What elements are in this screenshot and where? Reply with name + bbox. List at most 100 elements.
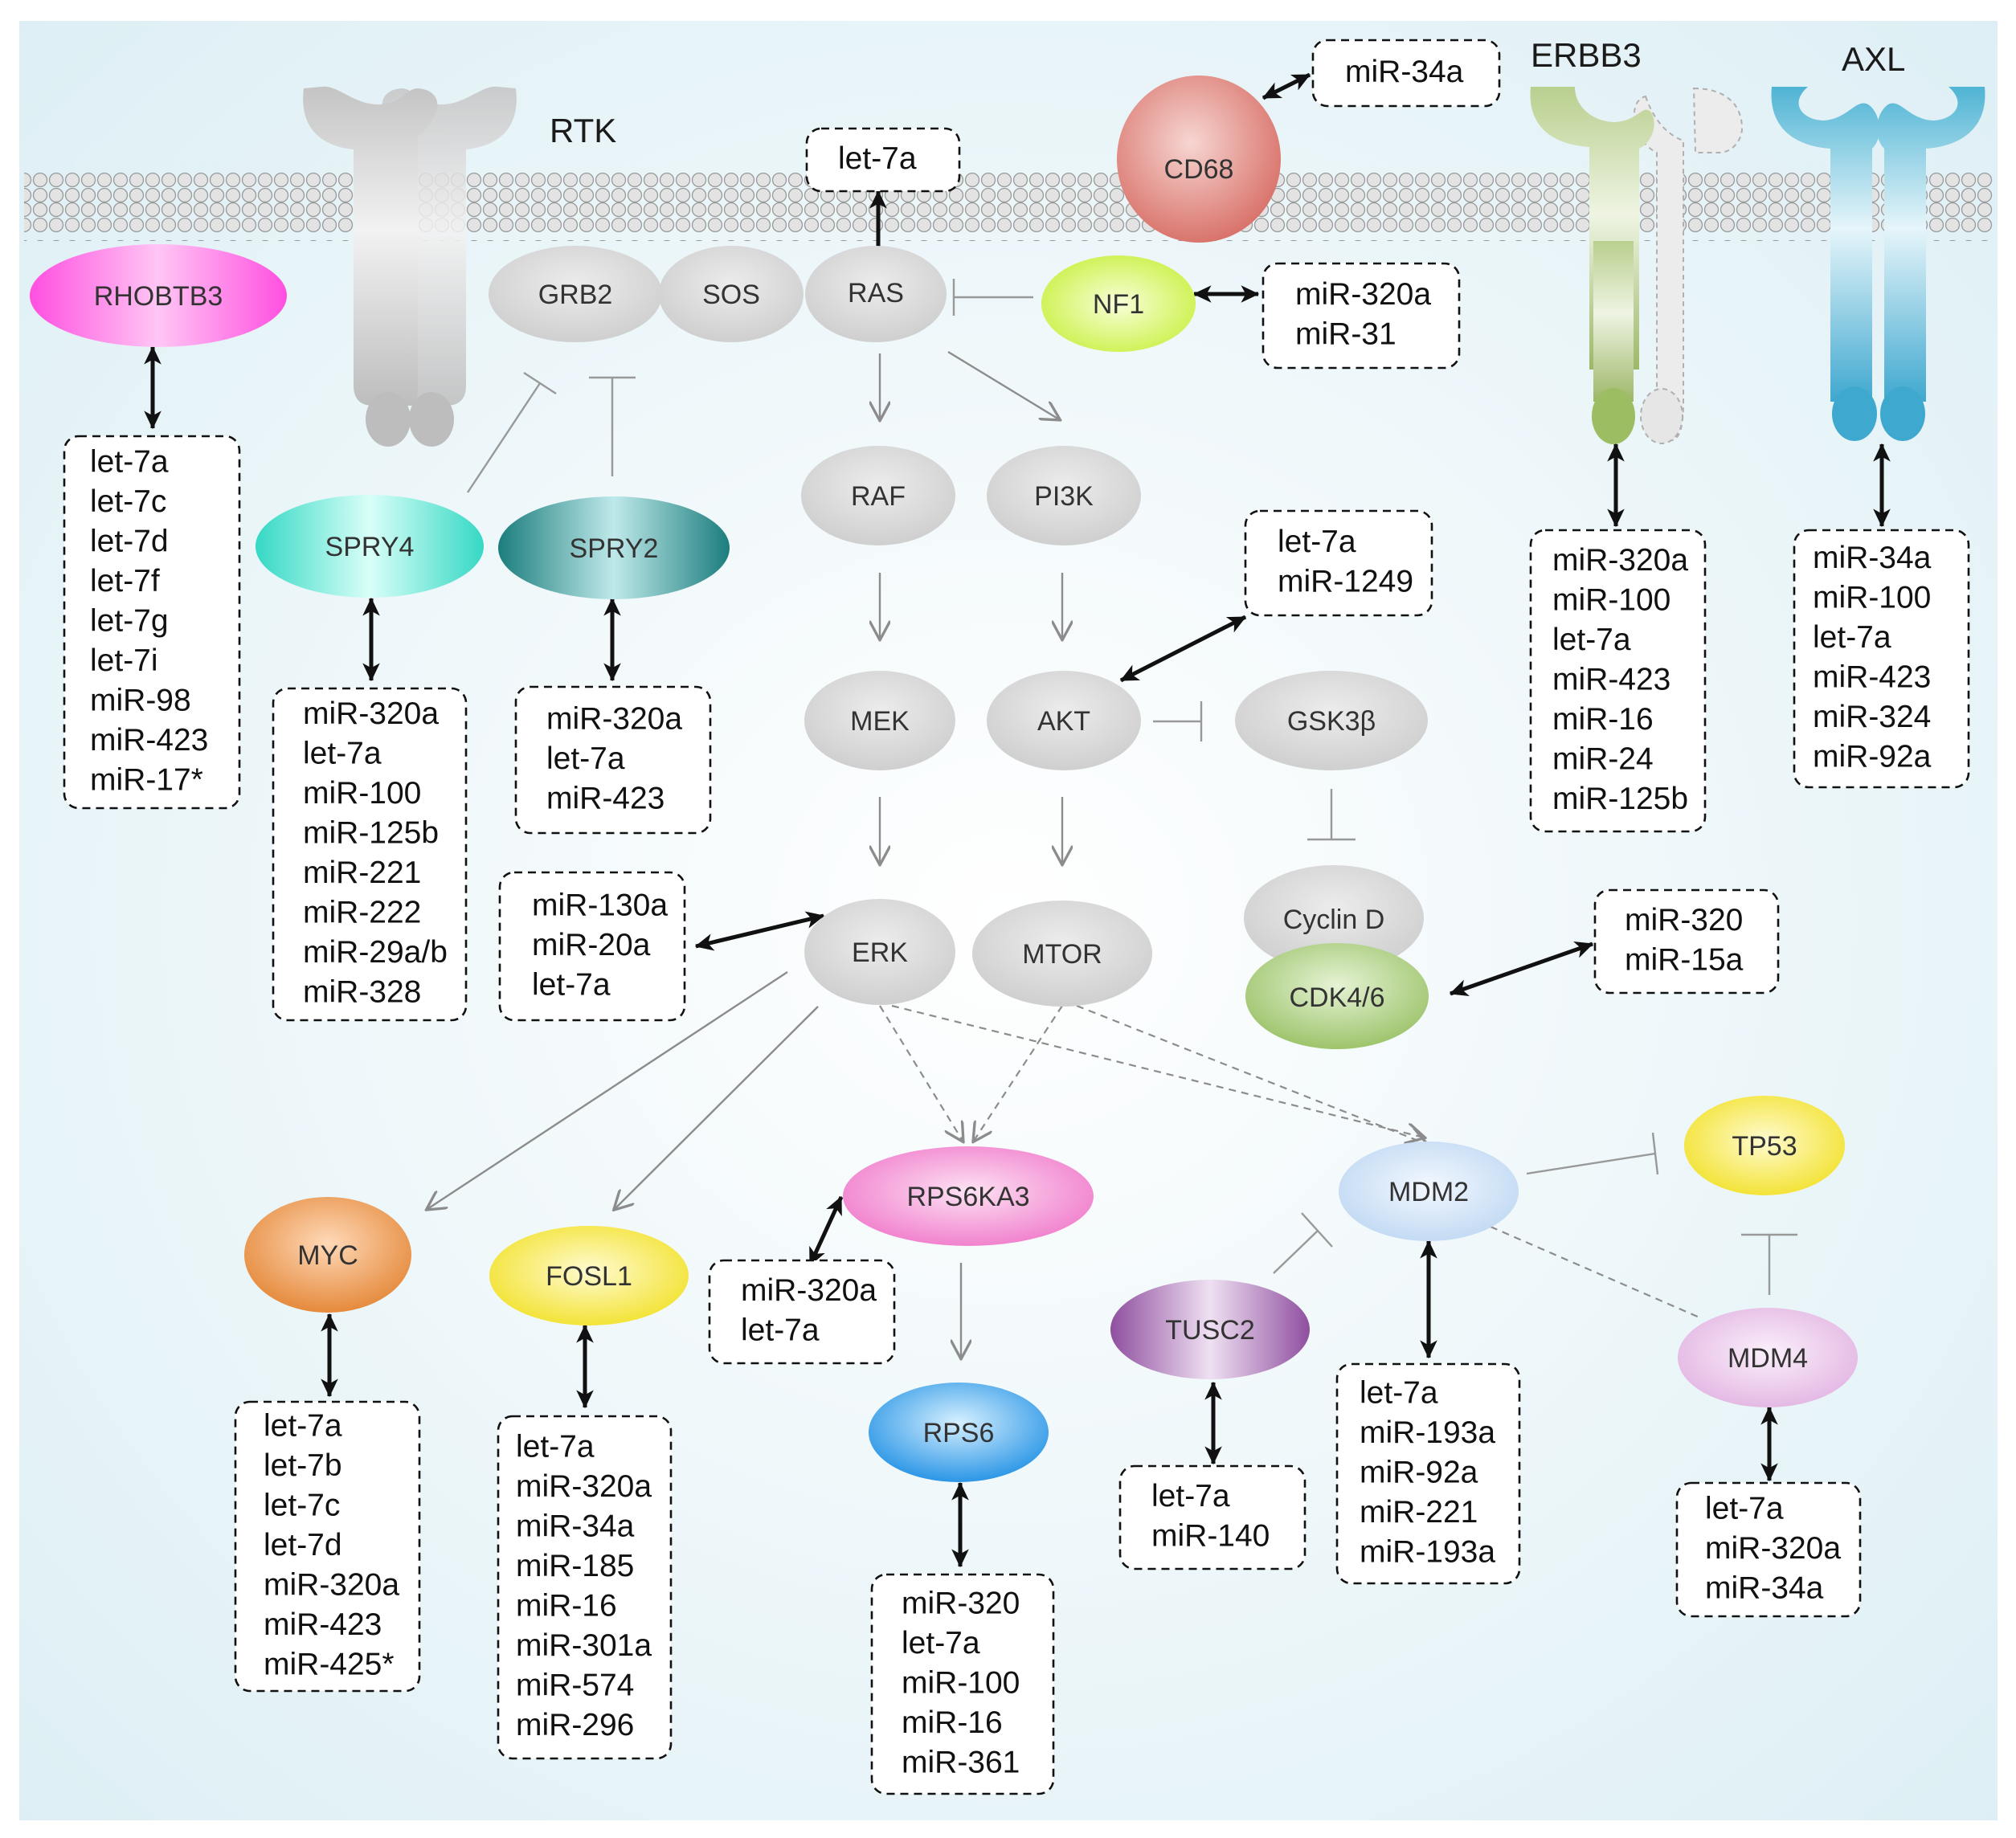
rtk-left-foot <box>366 392 411 447</box>
mirna-box-spry2-frame <box>514 685 712 835</box>
node-pi3k-label: PI3K <box>1034 481 1094 512</box>
dashed-arrow-erk-mdm2 <box>891 1004 1424 1138</box>
node-grb2-label: GRB2 <box>538 280 613 310</box>
erbb3-left-foot <box>1592 388 1635 444</box>
mirna-box-nf1-frame <box>1262 262 1461 370</box>
mirna-rhobtb3-item: let-7g <box>90 603 169 638</box>
inhibit-akt-gsk3b <box>1153 701 1203 741</box>
mirna-mdm2-item: miR-193a <box>1360 1534 1495 1569</box>
mirna-cdk46-item: miR-15a <box>1625 943 1744 978</box>
arrow-ras-pi3k <box>947 350 1059 419</box>
erbb3-receptor <box>1530 87 1744 444</box>
cell-membrane <box>24 165 1993 241</box>
inhibit-mdm4-tp53 <box>1741 1233 1797 1295</box>
mirna-myc-item: let-7c <box>264 1488 340 1522</box>
mirna-box-spry4: miR-320alet-7amiR-100miR-125bmiR-221miR-… <box>272 687 468 1022</box>
node-rhobtb3-label: RHOBTB3 <box>94 281 223 312</box>
mirna-box-erbb3: miR-320amiR-100let-7amiR-423miR-16miR-24… <box>1529 529 1707 833</box>
inhibit-gsk3b-cyclind <box>1307 789 1356 841</box>
mirna-box-erk-frame <box>498 871 686 1022</box>
mirna-rhobtb3-item: miR-98 <box>90 683 191 717</box>
erbb3-right-foot <box>1640 388 1683 444</box>
node-tp53-label: TP53 <box>1732 1131 1797 1162</box>
mirna-rps6-item: miR-320 <box>902 1586 1020 1620</box>
mirna-erbb3-item: miR-100 <box>1552 582 1670 617</box>
inhibit-tusc2-mdm2 <box>1273 1212 1333 1274</box>
node-cdk46: CDK4/6 <box>1245 943 1429 1049</box>
node-myc: MYC <box>244 1197 411 1313</box>
mirna-box-rps6ka3-frame <box>708 1259 896 1365</box>
node-grb2: GRB2 <box>489 246 662 342</box>
mirna-axl-item: miR-423 <box>1813 660 1931 695</box>
mirna-box-cd68: miR-34a <box>1311 39 1501 108</box>
node-rps6: RPS6 <box>869 1383 1049 1482</box>
erbb3-left-stalk <box>1593 241 1634 402</box>
node-rps6-label: RPS6 <box>923 1418 995 1448</box>
mirna-spry2-item: miR-423 <box>546 781 665 815</box>
mirna-box-tusc2-frame <box>1118 1464 1307 1570</box>
inhibit-nf1-ras <box>952 279 1033 316</box>
mirna-rhobtb3-item: miR-17* <box>90 762 203 797</box>
rtk-receptor <box>303 86 517 447</box>
axl-left-arm <box>1771 87 1880 402</box>
node-cdk46-label: CDK4/6 <box>1289 982 1384 1013</box>
mirna-axl-item: let-7a <box>1813 620 1891 655</box>
mirna-box-axl-frame <box>1793 529 1970 789</box>
node-akt: AKT <box>987 671 1141 770</box>
axl-receptor <box>1771 87 1985 441</box>
mirna-box-axl: miR-34amiR-100let-7amiR-423miR-324miR-92… <box>1793 529 1970 789</box>
node-akt-label: AKT <box>1037 706 1090 737</box>
node-mek-label: MEK <box>850 706 910 737</box>
node-mdm4-label: MDM4 <box>1728 1343 1808 1374</box>
node-mtor: MTOR <box>972 901 1152 1007</box>
mirna-fosl1-item: miR-16 <box>516 1589 617 1624</box>
node-mtor-label: MTOR <box>1022 939 1102 970</box>
mirna-fosl1-item: miR-185 <box>516 1549 634 1583</box>
mirna-rhobtb3-item: let-7a <box>90 444 169 479</box>
node-fosl1-label: FOSL1 <box>546 1261 632 1292</box>
node-ras-label: RAS <box>848 278 904 308</box>
arrow-erk-fosl1 <box>615 1006 819 1209</box>
mirna-spry2-item: let-7a <box>546 741 625 776</box>
mirna-box-cd68-frame <box>1311 39 1501 108</box>
mirna-rps6-item: miR-16 <box>902 1705 1003 1740</box>
mirna-spry4-item: miR-320a <box>303 696 439 731</box>
mirna-erbb3-item: miR-16 <box>1552 702 1654 737</box>
link-akt-mir <box>1119 615 1247 683</box>
inhibit-mdm2-tp53 <box>1526 1132 1659 1175</box>
mirna-rps6-item: miR-361 <box>902 1745 1020 1779</box>
mirna-spry2-item: miR-320a <box>546 701 682 736</box>
mirna-box-ras-frame <box>805 127 961 193</box>
mirna-rhobtb3-item: let-7f <box>90 564 160 598</box>
mirna-akt-item: let-7a <box>1278 525 1356 559</box>
mirna-erbb3-item: miR-423 <box>1552 662 1670 696</box>
mirna-myc-item: miR-423 <box>264 1607 382 1642</box>
mirna-erbb3-item: miR-320a <box>1552 543 1688 578</box>
mirna-nf1-item: miR-320a <box>1295 277 1431 312</box>
node-spry4-label: SPRY4 <box>325 532 415 562</box>
rtk-label: RTK <box>550 112 616 149</box>
node-myc-label: MYC <box>297 1240 358 1271</box>
link-cdk46-mir <box>1449 941 1594 997</box>
mirna-mdm2-item: let-7a <box>1360 1375 1438 1410</box>
mirna-spry4-item: miR-222 <box>303 896 421 930</box>
mirna-rps6-item: miR-100 <box>902 1665 1020 1700</box>
mirna-box-akt-frame <box>1244 509 1433 617</box>
dashed-arrow-mtor-mdm2 <box>1076 1004 1426 1144</box>
mirna-mdm2-item: miR-221 <box>1360 1495 1478 1530</box>
node-gsk3b-label: GSK3β <box>1287 706 1376 737</box>
mirna-rps6ka3-item: miR-320a <box>741 1273 877 1308</box>
inhibit-spry2-grb2 <box>589 376 636 476</box>
mirna-mdm4-item: let-7a <box>1705 1491 1784 1526</box>
node-tusc2: TUSC2 <box>1110 1280 1310 1379</box>
mirna-box-spry4-frame <box>272 687 468 1022</box>
node-cyclind-label: Cyclin D <box>1283 905 1385 935</box>
